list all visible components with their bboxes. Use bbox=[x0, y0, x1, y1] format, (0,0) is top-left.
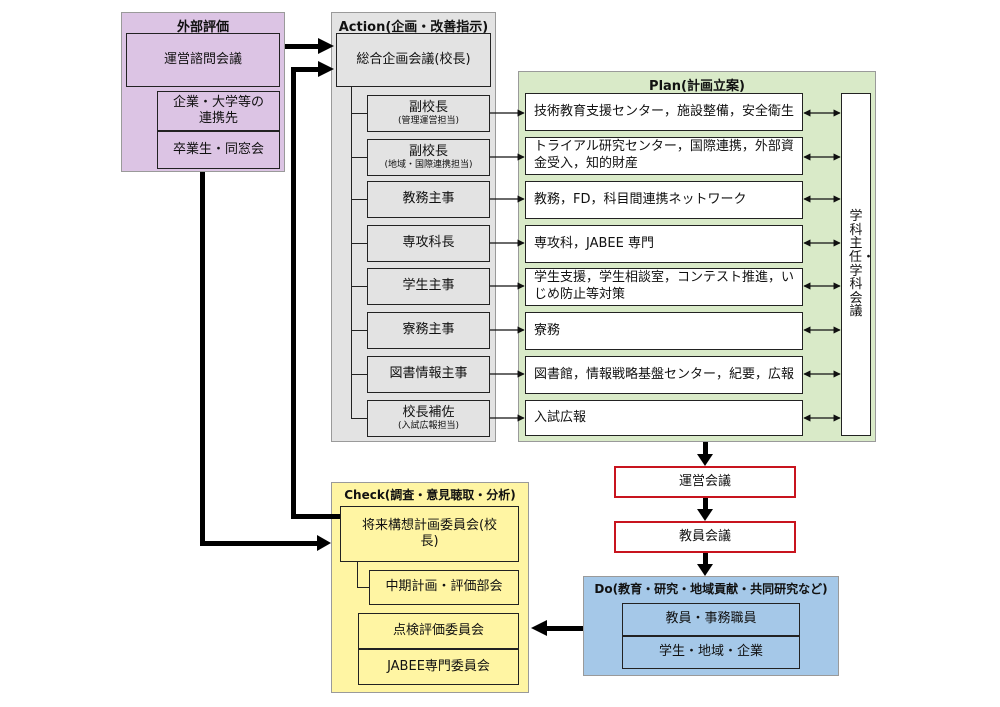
planning-council-label: 総合企画会議(校長) bbox=[356, 51, 471, 67]
partners-label: 企業・大学等の連携先 bbox=[172, 94, 264, 126]
role-box: 校長補佐 (入試広報担当) bbox=[367, 400, 490, 437]
community-box: 学生・地域・企業 bbox=[622, 636, 800, 669]
action-branch bbox=[351, 243, 367, 244]
check-to-action-line bbox=[291, 67, 296, 519]
plan-item: トライアル研究センター，国際連携，外部資金受入，知的財産 bbox=[525, 137, 803, 175]
faculty-meeting-box: 教員会議 bbox=[614, 521, 796, 553]
faculty-to-do-line bbox=[703, 553, 708, 565]
action-branch bbox=[351, 330, 367, 331]
inspection-committee-label: 点検評価委員会 bbox=[392, 622, 484, 638]
plan-item-label: 図書館，情報戦略基盤センター，紀要，広報 bbox=[534, 366, 795, 382]
jabee-committee-label: JABEE専門委員会 bbox=[387, 658, 490, 674]
planning-council-box: 総合企画会議(校長) bbox=[336, 33, 491, 87]
plan-item-label: 学生支援，学生相談室，コンテスト推進，いじめ防止等対策 bbox=[534, 270, 795, 302]
advisory-council-box: 運営諮問会議 bbox=[126, 33, 280, 87]
role-sub: (地域・国際連携担当) bbox=[384, 159, 473, 170]
midterm-committee-label: 中期計画・評価部会 bbox=[385, 579, 503, 595]
plan-item-label: 専攻科，JABEE 専門 bbox=[534, 235, 654, 251]
plan-item-label: トライアル研究センター，国際連携，外部資金受入，知的財産 bbox=[534, 139, 794, 171]
plan-title: Plan(計画立案) bbox=[649, 79, 745, 94]
alumni-label: 卒業生・同窓会 bbox=[172, 141, 264, 157]
alumni-box: 卒業生・同窓会 bbox=[157, 131, 280, 169]
arrowhead bbox=[318, 38, 334, 54]
role-box: 寮務主事 bbox=[367, 312, 490, 349]
plan-item-label: 寮務 bbox=[534, 322, 561, 338]
external-evaluation-title: 外部評価 bbox=[176, 20, 229, 35]
role-name: 副校長 bbox=[408, 100, 448, 116]
check-tree-line bbox=[357, 562, 358, 587]
role-name: 教務主事 bbox=[402, 191, 455, 207]
council-to-action-line bbox=[285, 44, 319, 49]
plan-item: 技術教育支援センター，施設整備，安全衛生 bbox=[525, 93, 803, 131]
future-plan-committee-label: 将来構想計画委員会(校長) bbox=[361, 517, 498, 549]
plan-item: 学生支援，学生相談室，コンテスト推進，いじめ防止等対策 bbox=[525, 268, 803, 306]
plan-to-management-line bbox=[703, 442, 708, 454]
action-branch bbox=[351, 286, 367, 287]
arrowhead bbox=[697, 454, 713, 466]
plan-item-label: 入試広報 bbox=[534, 409, 587, 425]
action-tree-line bbox=[351, 87, 352, 418]
future-plan-committee-box: 将来構想計画委員会(校長) bbox=[340, 506, 519, 562]
advisory-council-label: 運営諮問会議 bbox=[163, 51, 242, 67]
external-evaluation-panel: 外部評価 bbox=[121, 12, 285, 172]
arrowhead bbox=[531, 620, 547, 636]
plan-item: 図書館，情報戦略基盤センター，紀要，広報 bbox=[525, 356, 803, 394]
role-sub: (入試広報担当) bbox=[397, 420, 460, 431]
plan-item: 教務，FD，科目間連携ネットワーク bbox=[525, 181, 803, 219]
faculty-meeting-label: 教員会議 bbox=[678, 528, 731, 544]
do-panel: Do(教育・研究・地域貢献・共同研究など) bbox=[583, 576, 839, 676]
management-to-faculty-line bbox=[703, 498, 708, 510]
do-title: Do(教育・研究・地域貢献・共同研究など) bbox=[594, 582, 828, 596]
action-title: Action(企画・改善指示) bbox=[338, 20, 489, 35]
action-branch bbox=[351, 113, 367, 114]
action-branch bbox=[351, 157, 367, 158]
arrowhead bbox=[697, 564, 713, 576]
external-to-check-line bbox=[200, 172, 205, 546]
staff-label: 教員・事務職員 bbox=[665, 611, 757, 627]
inspection-committee-box: 点検評価委員会 bbox=[358, 613, 519, 649]
management-meeting-label: 運営会議 bbox=[678, 473, 731, 489]
staff-box: 教員・事務職員 bbox=[622, 603, 800, 636]
role-box: 学生主事 bbox=[367, 268, 490, 305]
role-name: 専攻科長 bbox=[402, 235, 455, 251]
plan-item: 入試広報 bbox=[525, 400, 803, 436]
plan-item: 専攻科，JABEE 専門 bbox=[525, 225, 803, 263]
action-branch bbox=[351, 374, 367, 375]
role-name: 学生主事 bbox=[402, 278, 455, 294]
partners-box: 企業・大学等の連携先 bbox=[157, 91, 280, 131]
check-to-action-line bbox=[291, 67, 319, 72]
role-name: 副校長 bbox=[408, 144, 448, 160]
plan-item-label: 教務，FD，科目間連携ネットワーク bbox=[534, 191, 747, 207]
check-to-action-line bbox=[291, 514, 340, 519]
arrowhead bbox=[318, 61, 334, 77]
community-label: 学生・地域・企業 bbox=[658, 644, 763, 660]
role-name: 寮務主事 bbox=[402, 322, 455, 338]
jabee-committee-box: JABEE専門委員会 bbox=[358, 649, 519, 685]
midterm-committee-box: 中期計画・評価部会 bbox=[369, 570, 519, 605]
role-sub: (管理運営担当) bbox=[397, 115, 460, 126]
do-to-check-line bbox=[547, 626, 583, 631]
department-chair-box: 学科主任・学科会議 bbox=[841, 93, 875, 436]
check-title: Check(調査・意見聴取・分析) bbox=[344, 488, 516, 502]
role-name: 校長補佐 bbox=[402, 405, 455, 421]
role-box: 副校長 (地域・国際連携担当) bbox=[367, 139, 490, 176]
arrowhead bbox=[317, 535, 331, 551]
role-box: 専攻科長 bbox=[367, 225, 490, 262]
plan-item-label: 技術教育支援センター，施設整備，安全衛生 bbox=[534, 103, 795, 119]
role-name: 図書情報主事 bbox=[389, 366, 468, 382]
role-box: 副校長 (管理運営担当) bbox=[367, 95, 490, 132]
role-box: 図書情報主事 bbox=[367, 356, 490, 393]
action-branch bbox=[351, 199, 367, 200]
action-panel: Action(企画・改善指示) bbox=[331, 12, 496, 442]
action-branch bbox=[351, 418, 367, 419]
external-to-check-line bbox=[200, 541, 318, 546]
arrowhead bbox=[697, 509, 713, 521]
check-branch bbox=[357, 587, 369, 588]
role-box: 教務主事 bbox=[367, 181, 490, 218]
plan-item: 寮務 bbox=[525, 312, 803, 350]
management-meeting-box: 運営会議 bbox=[614, 466, 796, 498]
